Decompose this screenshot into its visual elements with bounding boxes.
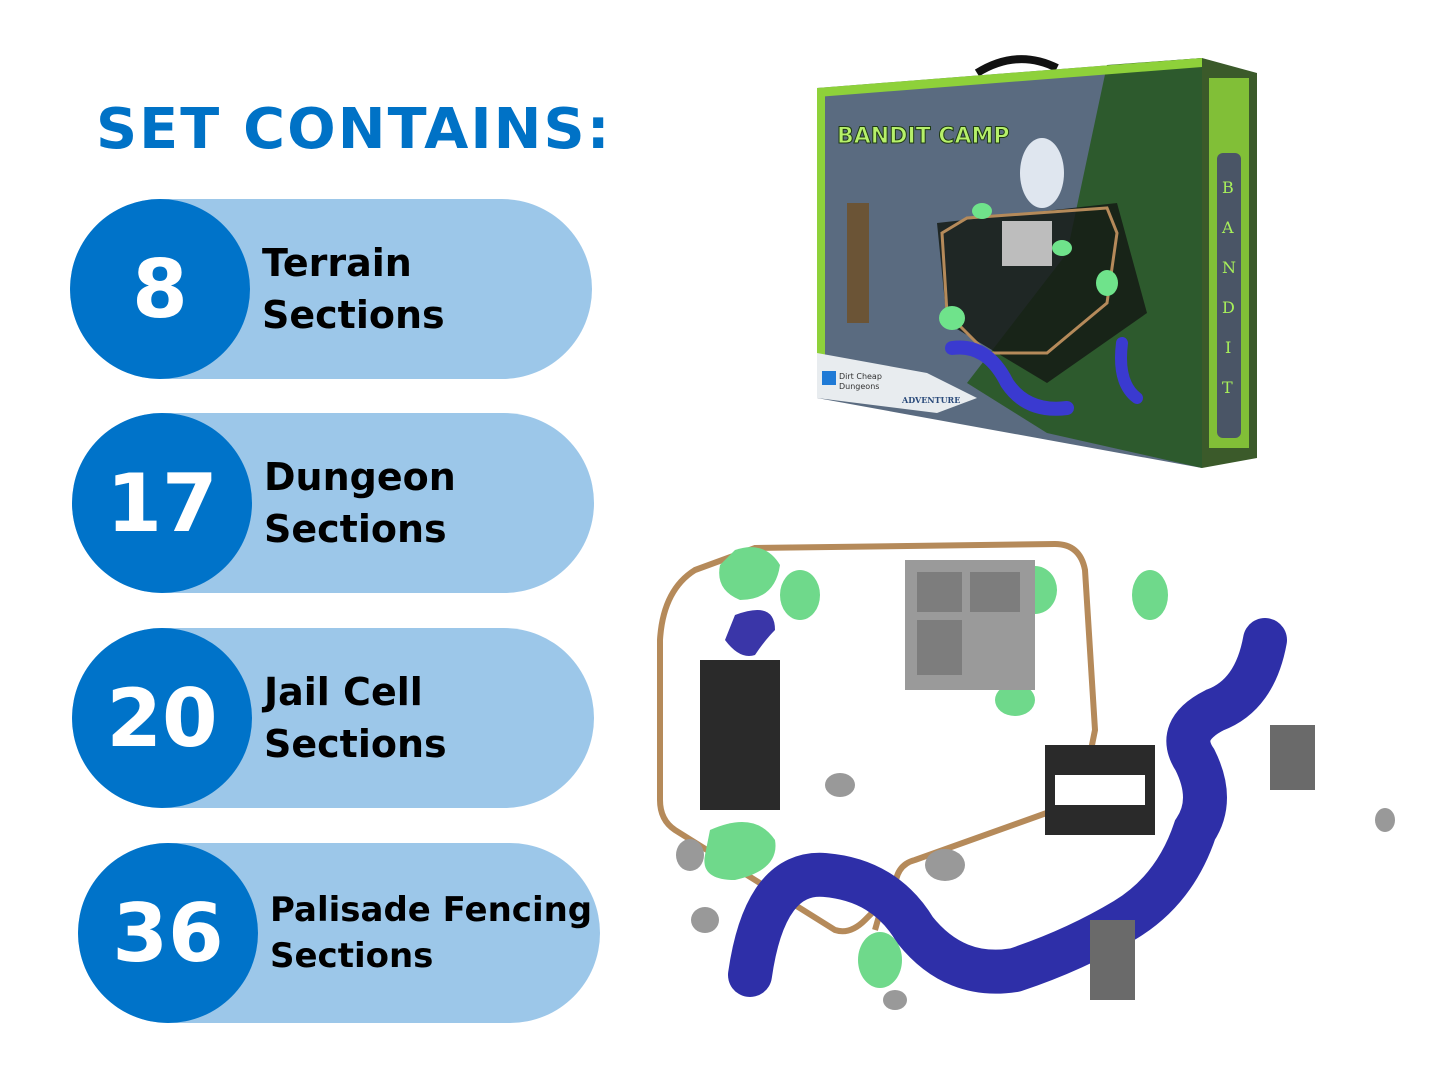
svg-text:T: T [1222,378,1233,397]
item-label: Palisade Fencing Sections [270,843,592,1023]
svg-text:I: I [1225,338,1231,357]
product-box-image: BANDIT CAMP Dirt Cheap Dungeons ADVENTUR… [817,53,1257,468]
item-terrain: 8 Terrain Sections [70,199,592,379]
item-label-line2: Sections [264,507,447,551]
item-label-line1: Palisade Fencing [270,890,593,930]
count-badge: 8 [70,199,250,379]
item-jail-cell: 20 Jail Cell Sections [72,628,594,808]
item-dungeon: 17 Dungeon Sections [72,413,594,593]
count-badge: 20 [72,628,252,808]
item-label: Dungeon Sections [264,413,456,593]
item-label: Terrain Sections [262,199,445,379]
item-palisade-fencing: 36 Palisade Fencing Sections [78,843,600,1023]
item-label-line1: Terrain [262,241,412,285]
svg-text:BANDIT CAMP: BANDIT CAMP [837,124,1010,149]
item-label-line2: Sections [270,936,434,976]
page-title: SET CONTAINS: [96,97,612,162]
svg-text:ADVENTURE: ADVENTURE [901,395,960,405]
item-label-line2: Sections [264,722,447,766]
svg-text:A: A [1221,218,1234,237]
count-badge: 36 [78,843,258,1023]
set-layout-image [655,530,1445,1040]
item-label: Jail Cell Sections [264,628,447,808]
item-label-line1: Dungeon [264,455,456,499]
svg-text:Dirt Cheap: Dirt Cheap [839,372,882,381]
svg-text:B: B [1222,178,1234,197]
svg-text:Dungeons: Dungeons [839,382,879,391]
svg-text:N: N [1222,258,1236,277]
count-badge: 17 [72,413,252,593]
svg-text:D: D [1222,298,1235,317]
item-label-line2: Sections [262,293,445,337]
item-label-line1: Jail Cell [264,670,423,714]
